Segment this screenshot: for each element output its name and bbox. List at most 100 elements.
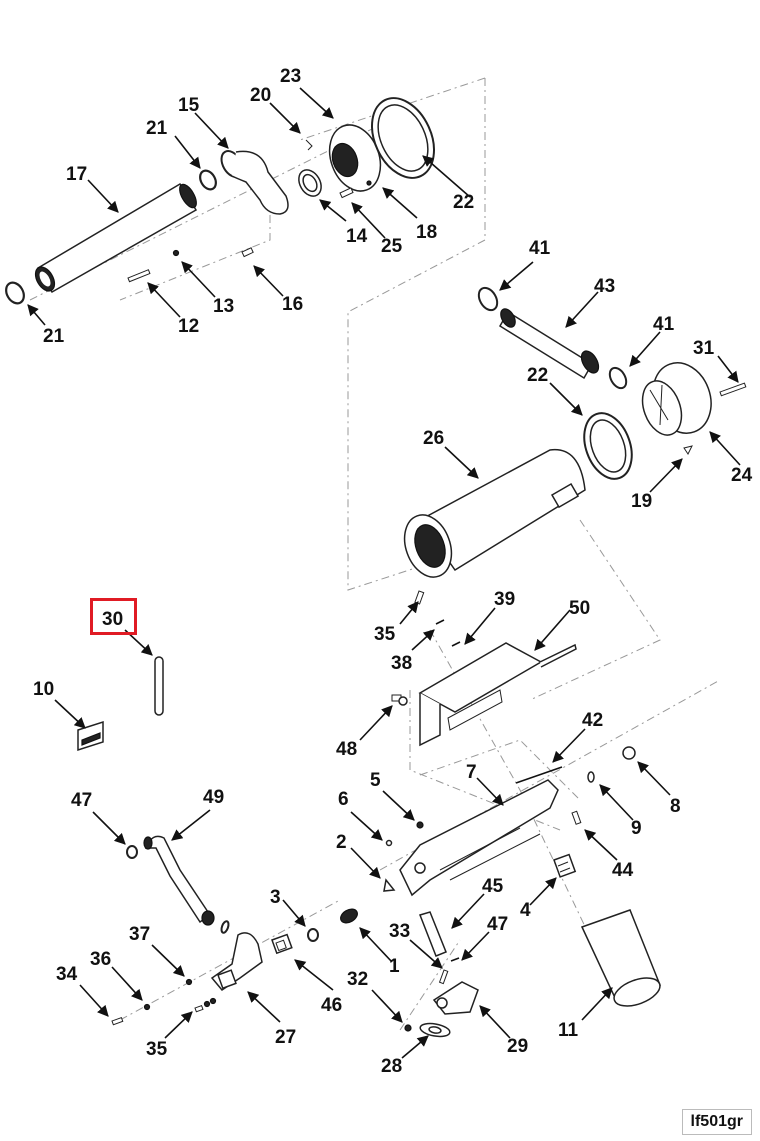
callout-47: 47 bbox=[487, 914, 508, 935]
part-42-rod[interactable] bbox=[515, 766, 563, 784]
part-28-link[interactable] bbox=[154, 656, 164, 716]
callout-28: 30 bbox=[102, 609, 123, 630]
part-46-flange[interactable] bbox=[271, 933, 293, 955]
part-30-tab[interactable] bbox=[419, 1021, 451, 1038]
callout-38: 38 bbox=[391, 653, 412, 674]
part-16-screw[interactable] bbox=[241, 247, 254, 258]
callout-5: 5 bbox=[370, 770, 381, 791]
callout-21: 21 bbox=[43, 326, 65, 347]
part-37-ball[interactable] bbox=[143, 1003, 151, 1011]
callout-19: 19 bbox=[631, 491, 652, 512]
callout-41: 41 bbox=[653, 314, 675, 335]
part-48-screw[interactable] bbox=[391, 694, 408, 706]
part-39-ball[interactable] bbox=[185, 978, 193, 986]
callout-22: 22 bbox=[453, 192, 474, 213]
callout-23: 23 bbox=[280, 66, 301, 87]
part-50-bracket[interactable] bbox=[418, 642, 577, 747]
part-19-fitting[interactable] bbox=[683, 445, 693, 455]
part-9-oring[interactable] bbox=[587, 771, 595, 783]
callout-2: 2 bbox=[336, 832, 347, 853]
callout-18: 18 bbox=[416, 222, 437, 243]
part-49-hose[interactable] bbox=[143, 835, 215, 926]
callout-35: 35 bbox=[146, 1039, 168, 1060]
callout-37: 36 bbox=[90, 949, 111, 970]
callout-26: 26 bbox=[423, 428, 444, 449]
part-2-triangle[interactable] bbox=[383, 878, 396, 892]
callout-43: 43 bbox=[594, 276, 615, 297]
callout-9: 9 bbox=[631, 818, 642, 839]
part-47-seal[interactable] bbox=[450, 957, 460, 962]
callout-46: 46 bbox=[321, 995, 342, 1016]
part-29-bolt[interactable] bbox=[719, 382, 747, 397]
part-31-valve[interactable] bbox=[432, 981, 479, 1015]
callout-24: 24 bbox=[731, 465, 753, 486]
part-22-gasket[interactable] bbox=[360, 88, 446, 188]
part-23-housing[interactable] bbox=[321, 118, 389, 198]
callout-4: 4 bbox=[520, 900, 531, 921]
part-45-tube[interactable] bbox=[419, 911, 447, 957]
part-26-body[interactable] bbox=[396, 448, 586, 584]
part-35-spring[interactable] bbox=[194, 997, 217, 1013]
callout-10: 10 bbox=[33, 679, 54, 700]
part-44-pin[interactable] bbox=[571, 810, 582, 825]
part-14-flange[interactable] bbox=[294, 166, 325, 200]
part-17-tube[interactable] bbox=[32, 182, 200, 295]
part-6-washer[interactable] bbox=[385, 839, 393, 847]
part-1-plug[interactable] bbox=[338, 906, 360, 925]
callout-47: 47 bbox=[71, 790, 92, 811]
leader-arrows bbox=[27, 87, 741, 1059]
part-38-spacer[interactable] bbox=[435, 619, 445, 625]
part-24-cap[interactable] bbox=[636, 355, 721, 442]
part-34-pin[interactable] bbox=[111, 1016, 124, 1026]
part-32-nut[interactable] bbox=[404, 1024, 412, 1032]
part-43-tube[interactable] bbox=[498, 306, 602, 380]
highlighted-callout-box bbox=[90, 598, 137, 635]
part-36-screw[interactable] bbox=[414, 590, 425, 605]
callout-42: 42 bbox=[582, 710, 603, 731]
callout-50: 50 bbox=[569, 598, 590, 619]
callout-41: 41 bbox=[529, 238, 551, 259]
callout-22: 22 bbox=[527, 365, 548, 386]
callout-48: 48 bbox=[336, 739, 357, 760]
callout-45: 45 bbox=[482, 876, 504, 897]
callout-30: 28 bbox=[381, 1056, 402, 1077]
callout-1: 1 bbox=[389, 956, 400, 977]
callout-7: 7 bbox=[466, 762, 477, 783]
callout-8: 8 bbox=[670, 796, 681, 817]
part-8-plug[interactable] bbox=[622, 746, 636, 760]
part-33-pin[interactable] bbox=[438, 969, 449, 985]
part-27-adapter[interactable] bbox=[210, 932, 263, 991]
part-3-oring[interactable] bbox=[307, 928, 319, 942]
part-18-washer[interactable] bbox=[366, 180, 372, 186]
part-15-elbow[interactable] bbox=[217, 147, 289, 215]
part-21-oring[interactable] bbox=[3, 279, 28, 306]
part-10-plate[interactable] bbox=[77, 720, 104, 752]
callout-labels: 17 21 15 20 23 22 18 25 14 16 13 12 21 4… bbox=[33, 66, 753, 1077]
callout-16: 16 bbox=[282, 294, 303, 315]
part-25-screw[interactable] bbox=[339, 187, 354, 199]
callout-17: 17 bbox=[66, 164, 87, 185]
callout-39: 37 bbox=[129, 924, 150, 945]
part-41-oring[interactable] bbox=[606, 365, 629, 391]
part-5-nut[interactable] bbox=[416, 821, 424, 829]
callout-14: 14 bbox=[346, 226, 368, 247]
callout-33: 33 bbox=[389, 921, 410, 942]
part-20-fitting[interactable] bbox=[305, 139, 313, 151]
drawing-id-label: lf501gr bbox=[681, 1109, 752, 1135]
callout-20: 20 bbox=[250, 85, 271, 106]
part-40-spacer[interactable] bbox=[451, 641, 461, 647]
callout-25: 25 bbox=[381, 236, 403, 257]
part-22-gasket[interactable] bbox=[576, 407, 641, 486]
part-7-filter-head[interactable] bbox=[399, 779, 559, 897]
part-47-oring[interactable] bbox=[126, 845, 138, 859]
callout-34: 34 bbox=[56, 964, 78, 985]
callout-44: 44 bbox=[612, 860, 634, 881]
part-12-bolt[interactable] bbox=[127, 269, 151, 283]
part-11-filter[interactable] bbox=[580, 909, 664, 1011]
callout-29: 31 bbox=[693, 338, 715, 359]
part-41-oring[interactable] bbox=[475, 285, 501, 314]
part-13-washer[interactable] bbox=[172, 249, 180, 257]
part-21-oring[interactable] bbox=[197, 168, 219, 192]
part-oring-small[interactable] bbox=[220, 920, 230, 934]
part-4-fitting[interactable] bbox=[553, 853, 577, 878]
